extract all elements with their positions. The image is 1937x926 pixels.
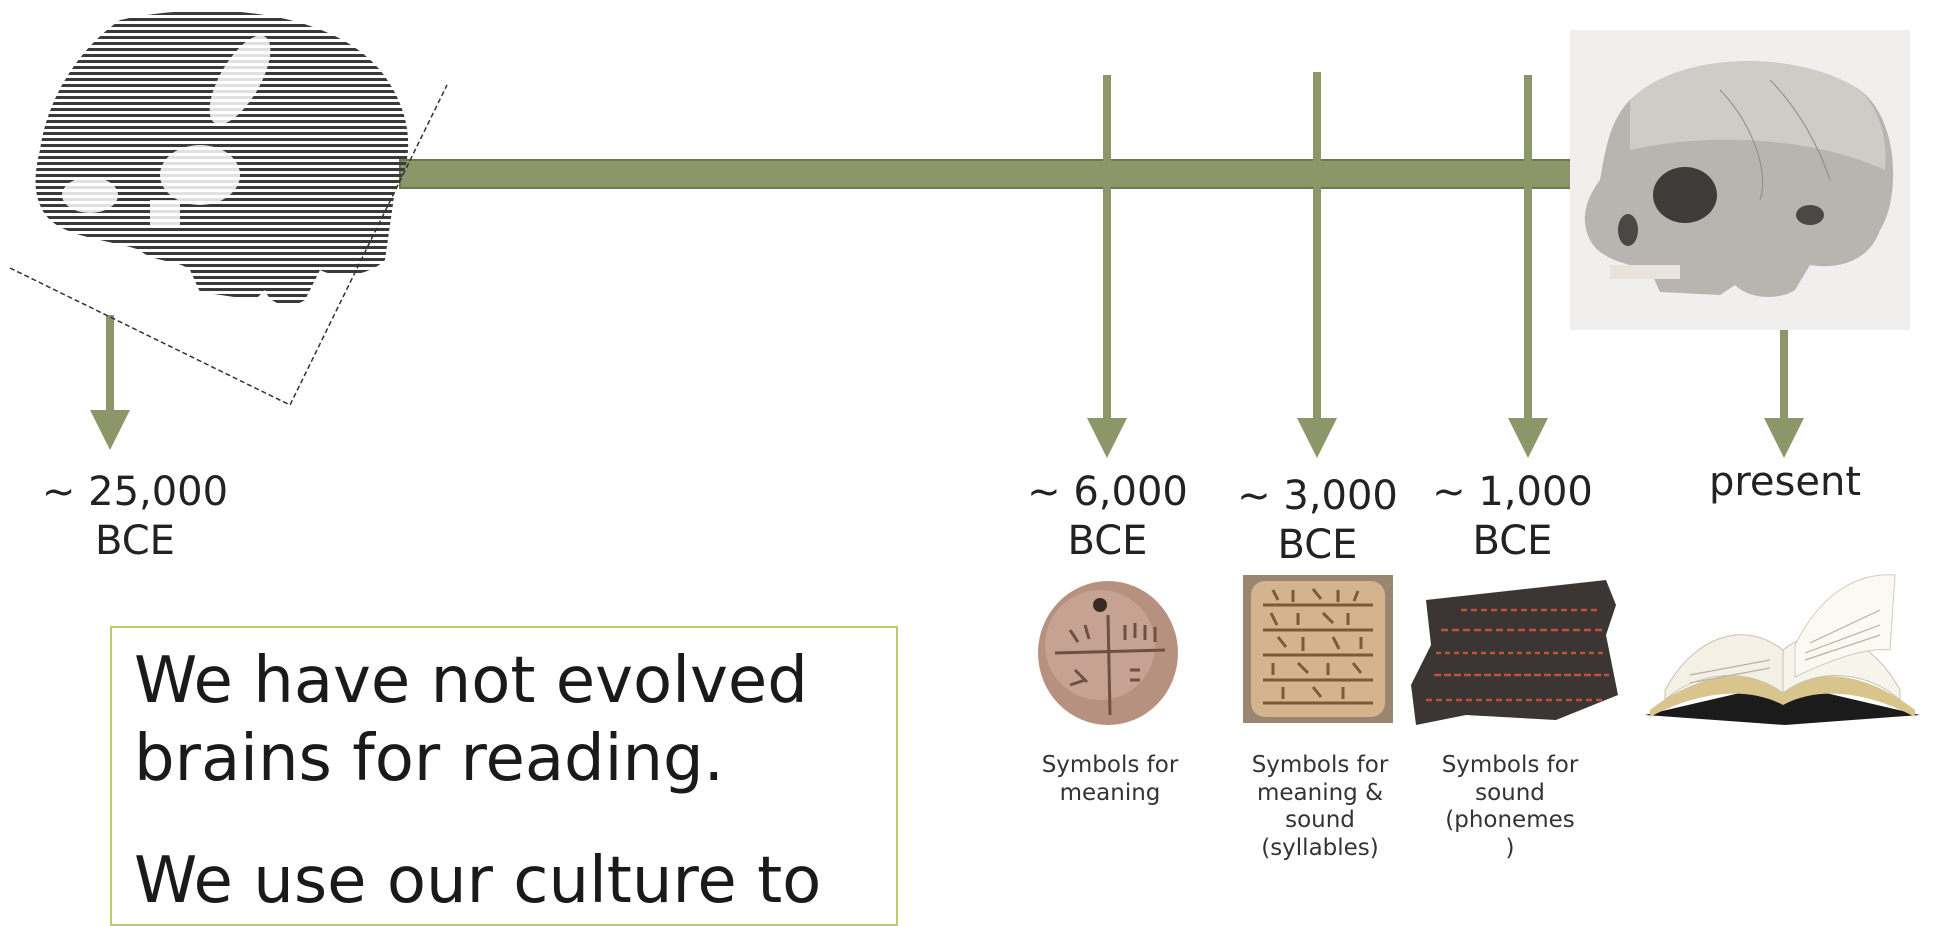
- callout-line-2: We use our culture to: [134, 844, 822, 919]
- callout-line-1: We have not evolved brains for reading.: [134, 644, 808, 797]
- clay-tablet-image: [1243, 575, 1393, 723]
- label-1000: ~ 1,000 BCE: [1432, 469, 1593, 564]
- main-timeline-arrow: [399, 139, 1622, 209]
- down-arrow-25000: [90, 315, 130, 450]
- label-6000: ~ 6,000 BCE: [1027, 469, 1188, 564]
- caption-1000: Symbols for sound (phonemes ): [1441, 752, 1579, 861]
- label-3000: ~ 3,000 BCE: [1237, 473, 1398, 568]
- caption-3000: Symbols for meaning & sound (syllables): [1251, 752, 1389, 861]
- callout-box: We have not evolved brains for reading. …: [110, 626, 898, 926]
- caption-6000: Symbols for meaning: [1041, 752, 1179, 806]
- open-book-image: [1645, 574, 1920, 725]
- ancient-skull-image: [9, 10, 448, 407]
- down-arrow-present: [1764, 325, 1804, 458]
- modern-skull-image: [1570, 30, 1910, 330]
- label-present: present: [1708, 459, 1862, 505]
- down-arrow-6000: [1087, 75, 1127, 458]
- clay-disc-image: [1030, 575, 1185, 730]
- down-arrow-3000: [1297, 72, 1337, 458]
- inscribed-fragment-image: [1406, 575, 1622, 730]
- label-25000: ~ 25,000 BCE: [41, 469, 229, 564]
- down-arrow-1000: [1508, 75, 1548, 458]
